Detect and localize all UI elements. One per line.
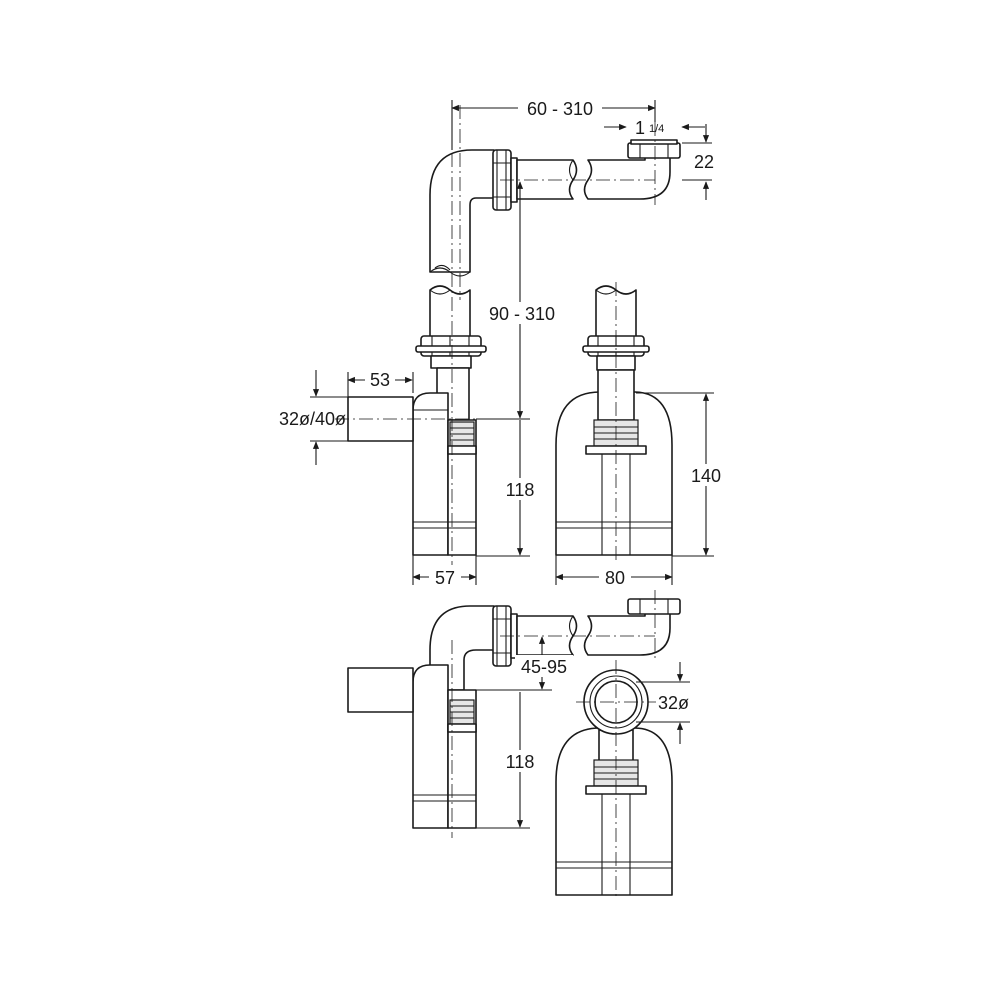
dimension-adjust-range: 45-95 — [476, 636, 573, 691]
dim-label-outlet-length: 53 — [370, 370, 390, 390]
trap-body — [412, 392, 449, 556]
dimension-outlet-length: 53 — [347, 368, 414, 397]
dimension-body-height: 140 — [636, 392, 724, 557]
dim-label-trap-height-lower: 118 — [506, 752, 535, 772]
dim-label-pipe-length: 60 - 310 — [527, 99, 593, 119]
lower-trap-body — [412, 664, 449, 829]
dim-label-thread: 1 — [635, 118, 645, 138]
dim-label-outlet-diameter: 32ø/40ø — [279, 409, 346, 429]
side-view-lower — [347, 590, 681, 838]
dimension-trap-width: 57 — [412, 555, 477, 588]
dim-label-height-range: 90 - 310 — [489, 304, 555, 324]
dim-label-22: 22 — [694, 152, 714, 172]
dimension-body-width: 80 — [555, 555, 673, 588]
lower-outlet-pipe — [347, 667, 414, 713]
side-view-upper — [335, 105, 681, 565]
dim-label-inlet-diameter: 32ø — [658, 693, 689, 713]
dimension-inlet-diameter: 32ø — [636, 662, 690, 744]
dimension-pipe-length: 60 - 310 — [451, 96, 656, 150]
dimension-22: 22 — [682, 124, 714, 200]
dimension-trap-height-lower: 118 — [476, 692, 537, 829]
elbow-pipe — [429, 149, 495, 273]
front-view-upper — [555, 282, 673, 562]
dim-label-body-height: 140 — [691, 466, 721, 486]
dim-label-body-width: 80 — [605, 568, 625, 588]
dimension-outlet-diameter: 32ø/40ø — [279, 370, 348, 465]
sink-nut — [627, 142, 681, 159]
dim-label-adjust-range: 45-95 — [521, 657, 567, 677]
dimension-height-range: 90 - 310 — [489, 181, 555, 419]
dimension-thread: 1 1/4 — [604, 118, 705, 138]
dim-label-trap-height-upper: 118 — [506, 480, 535, 500]
horizontal-pipe-right — [583, 156, 671, 200]
front-view-lower — [555, 660, 673, 900]
dim-label-trap-width: 57 — [435, 568, 455, 588]
outlet-pipe — [347, 396, 414, 442]
dimension-trap-height-upper: 118 — [476, 418, 537, 557]
horizontal-pipe-left — [516, 159, 578, 200]
dim-label-thread-fraction: 1/4 — [649, 123, 664, 135]
